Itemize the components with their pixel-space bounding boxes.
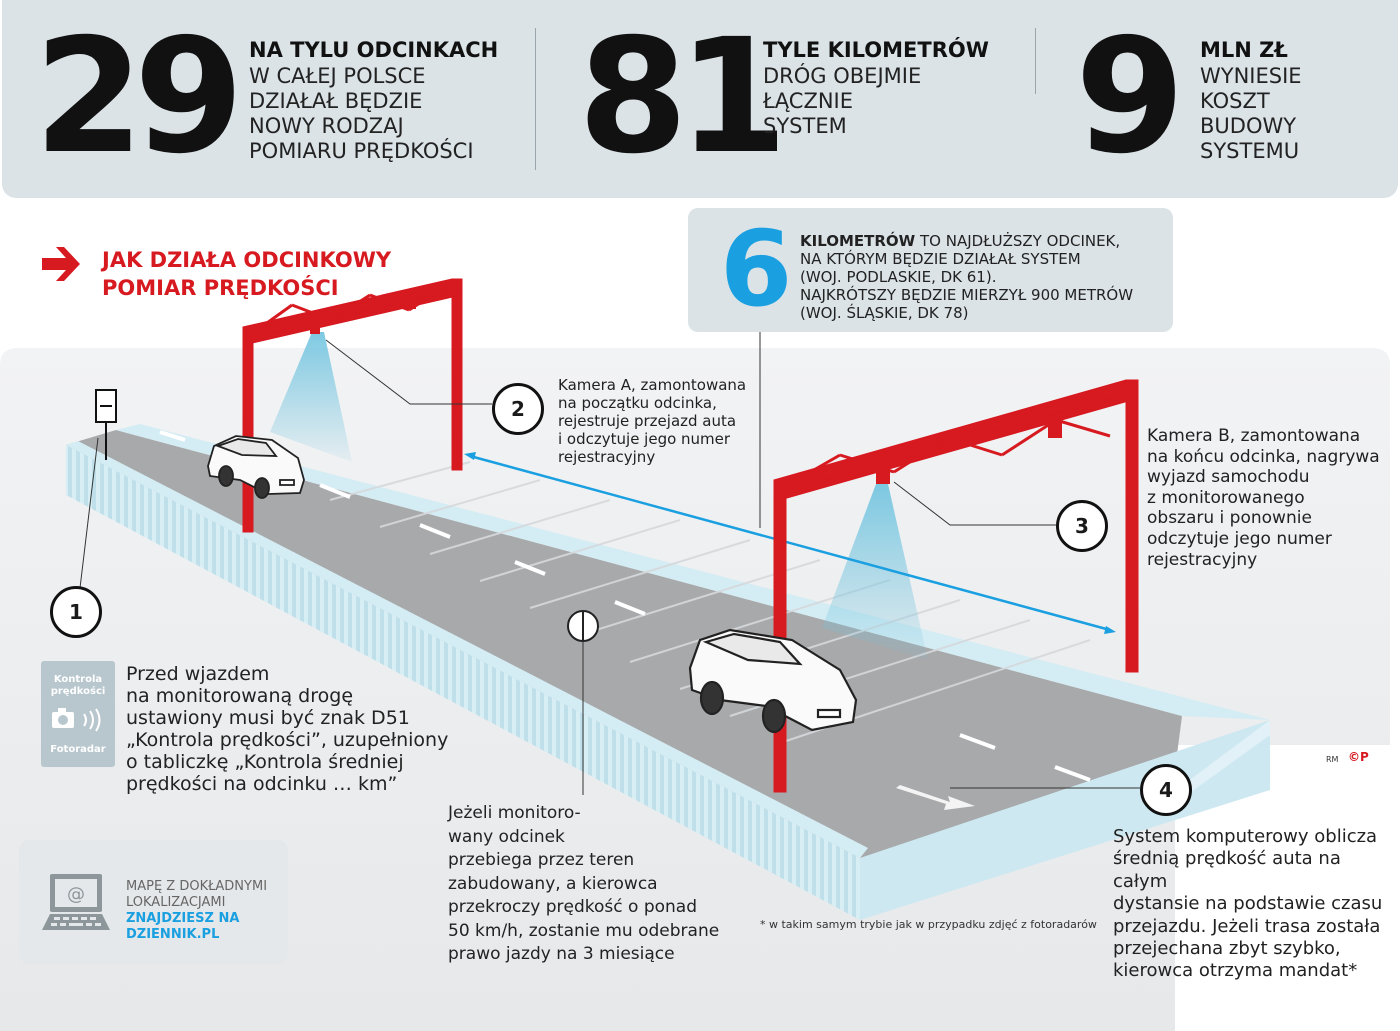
publisher-logo: ©P <box>1348 750 1369 764</box>
author-credit: RM <box>1326 755 1339 764</box>
stat-head-cost: MLN ZŁ <box>1200 38 1288 62</box>
car-far <box>207 435 305 499</box>
leader-lines <box>79 318 1140 795</box>
speed-sign <box>95 389 117 460</box>
map-promo-text: MAPĘ Z DOKŁADNYMI LOKALIZACJAMI <box>126 879 268 910</box>
step-2-text: Kamera A, zamontowana na początku odcink… <box>558 376 747 466</box>
right-curb <box>116 424 1270 720</box>
lane-markings <box>159 430 1091 782</box>
info-number: 6 <box>720 208 793 330</box>
d51-sign-bottom-label: Fotoradar <box>50 744 106 755</box>
laptop-icon: @ <box>42 874 110 930</box>
stats-bar <box>2 0 1398 198</box>
map-promo-link[interactable]: ZNAJDZIESZ NA DZIENNIK.PL <box>126 911 240 942</box>
info-box <box>688 208 1173 332</box>
info-bold: KILOMETRÓW <box>800 232 916 250</box>
gantry-b <box>773 379 1139 793</box>
footnote: * w takim samym trybie jak w przypadku z… <box>760 918 1097 931</box>
step-3-text: Kamera B, zamontowana na końcu odcinka, … <box>1147 426 1380 570</box>
stat-number-sections: 29 <box>34 5 244 189</box>
car-near <box>688 628 858 734</box>
svg-text:@: @ <box>67 884 85 905</box>
stat-separator <box>1035 28 1036 94</box>
step-3-circle: 3 <box>1056 500 1108 552</box>
left-curb <box>66 441 868 858</box>
built-up-note: Jeżeli monitoro- wany odcinek przebiega … <box>448 803 720 964</box>
stat-head-sections: NA TYLU ODCINKACH <box>249 38 499 62</box>
stat-number-kilometers: 81 <box>578 5 788 189</box>
info-text: KILOMETRÓW TO NAJDŁUŻSZY ODCINEK, NA KTÓ… <box>800 232 1133 322</box>
direction-arrow <box>896 785 975 810</box>
gantry-a <box>242 278 463 533</box>
stat-body-kilometers: DRÓG OBEJMIE ŁĄCZNIE SYSTEM <box>763 64 922 138</box>
camera-a-beam <box>270 332 352 462</box>
stat-number-cost: 9 <box>1075 5 1185 189</box>
step-2-circle: 2 <box>492 383 544 435</box>
step-1-circle: 1 <box>50 586 102 638</box>
step-4-text: System komputerowy oblicza średnią prędk… <box>1113 826 1383 982</box>
stat-head-kilometers: TYLE KILOMETRÓW <box>763 38 989 62</box>
distance-arrow <box>464 452 1116 634</box>
road-surface <box>66 430 1182 858</box>
camera-b-beam <box>822 484 928 660</box>
info-rest: TO NAJDŁUŻSZY ODCINEK, NA KTÓRYM BĘDZIE … <box>800 232 1134 322</box>
step-1-text: Przed wjazdem na monitorowaną drogę usta… <box>126 663 449 795</box>
stat-body-sections: W CAŁEJ POLSCE DZIAŁAŁ BĘDZIE NOWY RODZA… <box>249 64 474 163</box>
camera-icon <box>52 708 101 732</box>
headline: JAK DZIAŁA ODCINKOWY POMIAR PRĘDKOŚCI <box>102 248 392 300</box>
road-front-face <box>66 445 860 920</box>
road-end-top <box>1172 720 1270 800</box>
headline-arrow-icon <box>42 247 80 281</box>
step-4-circle: 4 <box>1140 764 1192 816</box>
d51-sign-top-label: Kontrola prędkości <box>50 674 106 697</box>
stat-body-cost: WYNIESIE KOSZT BUDOWY SYSTEMU <box>1200 64 1302 163</box>
built-up-marker <box>567 610 599 642</box>
stat-separator <box>535 28 536 170</box>
